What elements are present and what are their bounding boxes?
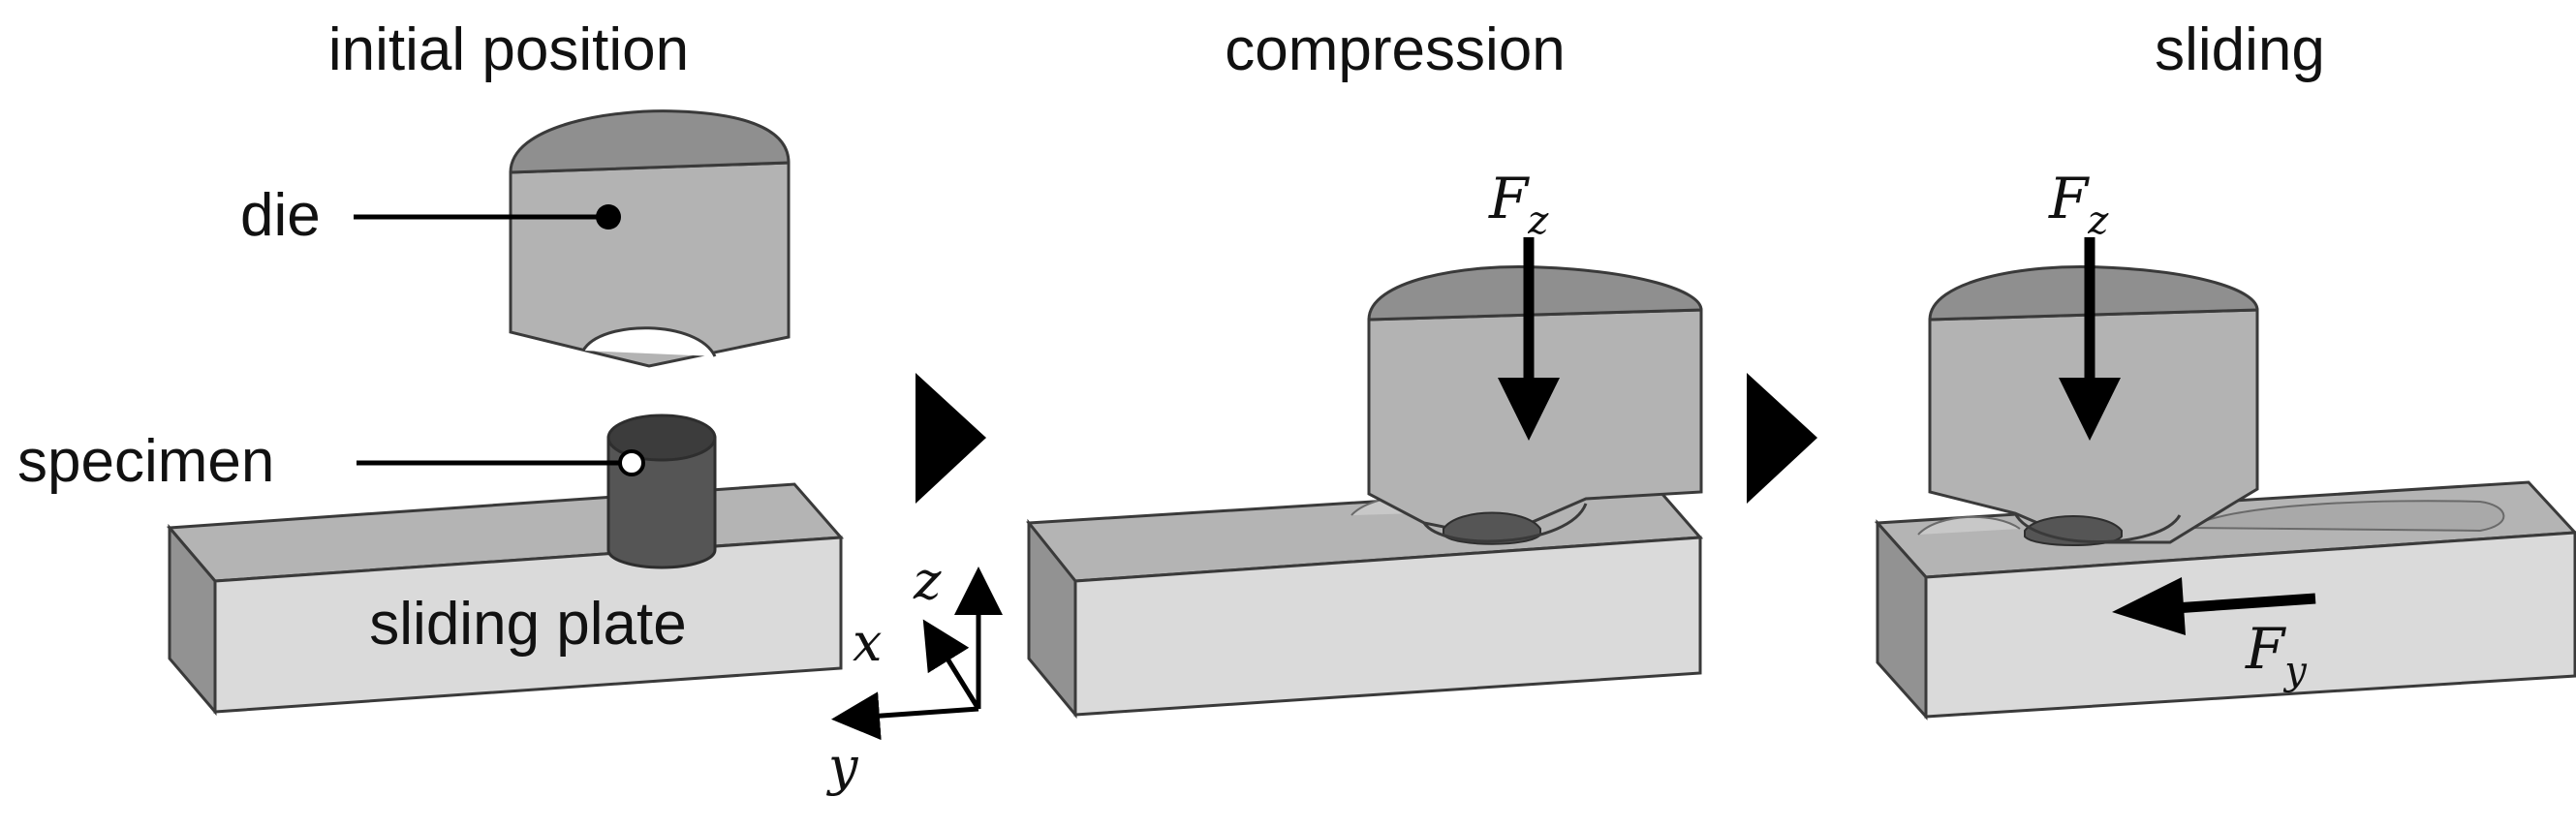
callout-die: die [240, 182, 621, 249]
axis-y-line [831, 691, 979, 741]
stage-compression: compression Fz [1026, 16, 1704, 720]
force-fz-head [2059, 378, 2121, 441]
specimen [606, 414, 717, 569]
force-fz-label: Fz [2048, 166, 2109, 243]
callout-specimen-label: specimen [17, 428, 274, 495]
force-fz-symbol: F [1488, 166, 1530, 231]
coordinate-axes: z x y [826, 550, 1003, 797]
specimen-compressed-body [1443, 511, 1541, 545]
plate-sliding-groove [2186, 500, 2505, 533]
callout-die-dot [596, 204, 621, 230]
stage-title-sliding: sliding [2155, 16, 2325, 83]
force-fz-subscript: z [1527, 199, 1549, 243]
sliding-plate-compression [1026, 482, 1704, 720]
die-bottom-cavity [581, 326, 717, 357]
force-fy-subscript: y [2282, 649, 2308, 693]
force-fz-head [1498, 378, 1560, 441]
force-fz-symbol: F [2048, 166, 2090, 231]
die-top-face [509, 109, 791, 174]
specimen-compressed [1422, 503, 1588, 545]
force-fy-symbol: F [2245, 616, 2286, 682]
specimen-sliding-body [2024, 515, 2123, 546]
axis-x-label: x [853, 612, 882, 673]
force-fy-label: Fy [2245, 616, 2308, 693]
axis-z-label: z [913, 550, 942, 611]
plate-front-face [1073, 536, 1702, 717]
callout-die-label: die [240, 182, 321, 249]
stage-sliding: sliding Fz [1874, 16, 2576, 721]
die-initial [509, 109, 791, 368]
axis-x-line [922, 619, 981, 711]
stage-transition-arrow-1 [916, 373, 986, 504]
stage-title-compression: compression [1225, 16, 1565, 83]
force-fz-label: Fz [1488, 166, 1549, 243]
callout-specimen: specimen [17, 428, 645, 495]
force-fz-subscript: z [2087, 199, 2109, 243]
specimen-top [606, 414, 717, 462]
plate-start-imprint [1917, 515, 2021, 536]
sliding-plate-initial: sliding plate [166, 482, 845, 717]
force-arrow-fz-sliding: Fz [2048, 166, 2121, 441]
stage-transition-arrow-2 [1747, 373, 1817, 504]
sliding-plate-label: sliding plate [369, 591, 686, 658]
force-arrow-fy-sliding: Fy [2112, 577, 2316, 693]
force-fy-shaft [2174, 593, 2316, 614]
stage-title-initial: initial position [328, 16, 689, 83]
die-cavity-edge [1422, 503, 1588, 543]
die-cavity-edge [2013, 512, 2182, 543]
stage-initial-position: initial position sliding plate die speci… [17, 16, 845, 717]
specimen-sliding [2013, 512, 2182, 546]
die-top-face [1367, 264, 1703, 322]
plate-front-face [1924, 531, 2576, 719]
force-arrow-fz-compression: Fz [1488, 166, 1560, 441]
force-fy-head [2112, 577, 2186, 635]
callout-specimen-dot [618, 449, 645, 476]
axis-y-label: y [826, 736, 859, 797]
sliding-plate-sliding [1874, 480, 2576, 721]
